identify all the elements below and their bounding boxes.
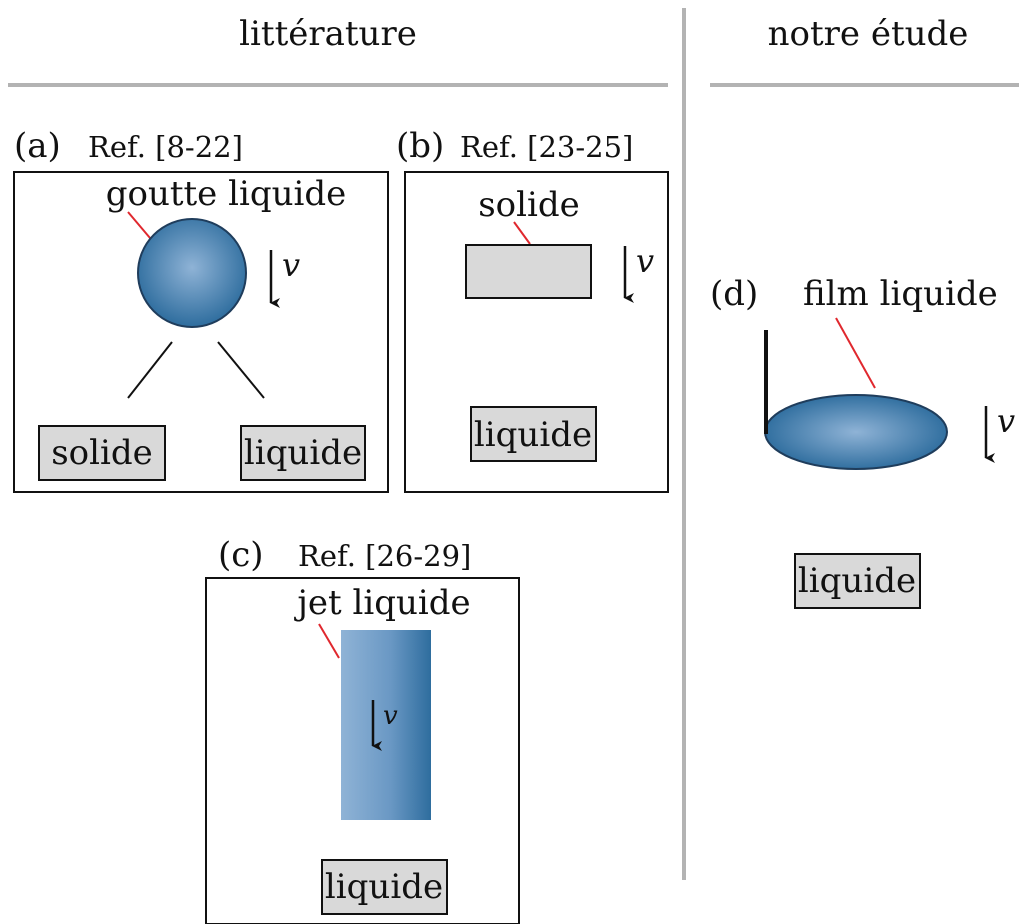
panel-a-frame [13, 171, 389, 493]
jet-label: jet liquide [293, 583, 470, 623]
panel-d-letter: (d) [710, 274, 758, 314]
panel-b: (b) Ref. [23-25] solide v liquide [396, 126, 669, 493]
liquid-target-label-a: liquide [244, 433, 362, 473]
solid-impactor [465, 244, 592, 299]
panel-a: (a) Ref. [8-22] goutte liquide v solide … [13, 126, 389, 493]
left-column-title: littérature [239, 14, 417, 54]
panel-b-letter: (b) [396, 126, 444, 166]
film-leader-line [835, 317, 876, 389]
panel-c: (c) Ref. [26-29] jet liquide v liquide [205, 535, 520, 924]
solid-leader-line [513, 221, 531, 245]
liquid-target-label-c: liquide [325, 867, 443, 907]
liquid-target-box-d [794, 553, 921, 609]
liquid-target-box-c [321, 859, 448, 915]
liquid-target-label-b: liquide [474, 415, 592, 455]
velocity-symbol-c: v [383, 701, 398, 731]
panel-b-reference: Ref. [23-25] [460, 130, 633, 164]
liquid-jet [341, 630, 431, 820]
panel-c-reference: Ref. [26-29] [298, 539, 471, 573]
liquid-target-box-a [240, 425, 366, 481]
liquid-target-box-b [470, 406, 597, 462]
solid-impactor-label: solide [478, 185, 580, 225]
panel-a-letter: (a) [14, 126, 61, 166]
liquid-film [764, 394, 948, 470]
droplet-label: goutte liquide [106, 174, 347, 214]
solid-target-label: solide [51, 433, 153, 473]
solid-target-box [38, 425, 166, 481]
branch-line-right [217, 341, 265, 399]
jet-leader-line [318, 623, 340, 659]
velocity-symbol-a: v [282, 246, 300, 284]
film-label: film liquide [803, 274, 998, 314]
panel-a-reference: Ref. [8-22] [88, 130, 243, 164]
velocity-symbol-b: v [636, 242, 654, 280]
liquid-target-label-d: liquide [798, 561, 916, 601]
velocity-symbol-d: v [997, 402, 1015, 440]
branch-line-left [127, 341, 173, 399]
right-column-title: notre étude [768, 14, 969, 54]
panel-c-letter: (c) [218, 535, 264, 575]
panel-b-frame [404, 171, 669, 493]
panel-d: (d) film liquide v liquide [710, 274, 1015, 609]
liquid-droplet [137, 218, 247, 328]
droplet-leader-line [127, 211, 151, 239]
panel-c-frame [205, 577, 520, 924]
